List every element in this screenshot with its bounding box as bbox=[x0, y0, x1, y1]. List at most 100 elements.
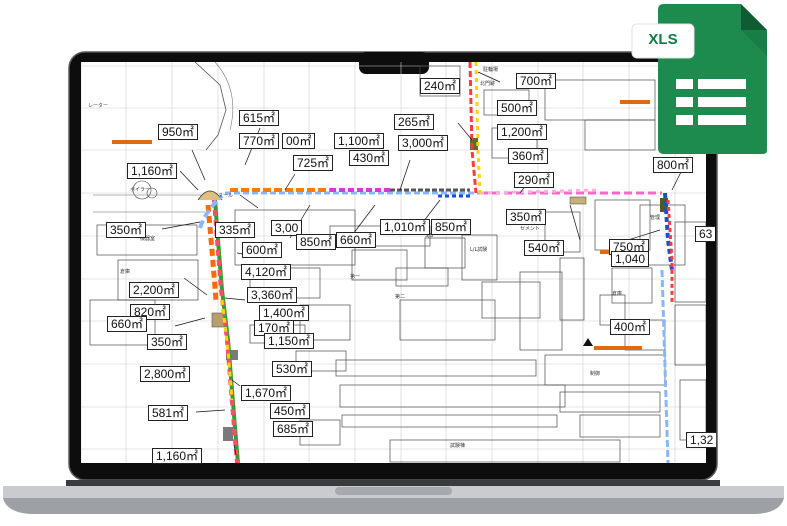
area-label: 350㎡ bbox=[506, 209, 547, 225]
round-structure bbox=[146, 187, 158, 199]
xls-row-3b bbox=[698, 115, 746, 125]
building-outline bbox=[674, 221, 706, 303]
area-label: 3,000㎡ bbox=[398, 135, 449, 151]
area-label: 360㎡ bbox=[508, 148, 549, 164]
route-yellow-north bbox=[474, 62, 482, 194]
leader-line bbox=[179, 170, 199, 191]
map-annotation: 第二 bbox=[395, 294, 406, 300]
map-annotation: 機器室 bbox=[140, 236, 156, 242]
valve-marker bbox=[470, 138, 478, 150]
xls-badge bbox=[631, 23, 695, 59]
area-label: 770㎡ bbox=[239, 133, 280, 149]
route-red-north bbox=[468, 62, 478, 194]
map-annotation: ボイラー bbox=[130, 187, 151, 193]
area-label: 850㎡ bbox=[431, 219, 472, 235]
leader-line bbox=[224, 297, 246, 301]
area-label: 1,040 bbox=[611, 251, 650, 267]
boundary-curve bbox=[214, 62, 234, 131]
orange-band bbox=[620, 100, 650, 104]
route-orange bbox=[205, 204, 219, 301]
route-lightblue-curve bbox=[198, 194, 224, 229]
area-label: 685㎡ bbox=[273, 421, 314, 437]
area-label: 700㎡ bbox=[516, 73, 557, 89]
leader-line bbox=[183, 277, 208, 296]
area-label: 350㎡ bbox=[147, 334, 188, 350]
map-annotation: レーター bbox=[88, 103, 109, 109]
leader-line bbox=[231, 379, 241, 387]
area-label: 1,100㎡ bbox=[334, 133, 385, 149]
building-outline bbox=[339, 384, 566, 408]
colored-route-lines bbox=[198, 62, 674, 463]
map-annotation: 第一 bbox=[350, 274, 361, 280]
area-label: 290㎡ bbox=[514, 172, 555, 188]
building-outline bbox=[519, 271, 563, 351]
building-outline bbox=[461, 234, 498, 281]
building-outline bbox=[611, 267, 653, 304]
manhole-marker bbox=[226, 350, 238, 360]
map-annotation: 北門跡 bbox=[480, 81, 496, 87]
map-annotation: ヌール bbox=[218, 193, 234, 199]
building-outline bbox=[299, 304, 351, 341]
area-label: 2,200㎡ bbox=[129, 282, 180, 298]
area-label: 800㎡ bbox=[653, 157, 694, 173]
area-label: 615㎡ bbox=[239, 110, 280, 126]
leader-line bbox=[233, 444, 237, 456]
area-label: 1,160㎡ bbox=[152, 448, 203, 464]
leader-line bbox=[174, 317, 206, 327]
leader-line bbox=[569, 204, 581, 241]
leader-line bbox=[477, 71, 501, 83]
leader-line bbox=[161, 221, 201, 230]
area-label: 540㎡ bbox=[524, 240, 565, 256]
map-annotation: 倉庫 bbox=[612, 291, 623, 297]
building-outline bbox=[559, 257, 585, 321]
leader-line bbox=[457, 122, 473, 141]
area-label: 00㎡ bbox=[282, 133, 316, 149]
trackpad-notch bbox=[335, 487, 452, 495]
xls-row-3 bbox=[676, 115, 693, 125]
area-label: 660㎡ bbox=[336, 232, 377, 248]
orange-band bbox=[112, 140, 152, 144]
manhole-marker bbox=[223, 427, 233, 441]
camera-notch bbox=[359, 52, 429, 74]
building-outline bbox=[389, 439, 621, 463]
spreadsheet-file-icon bbox=[631, 4, 767, 154]
map-annotation: L/L試験 bbox=[470, 247, 488, 253]
building-outline bbox=[481, 281, 541, 319]
map-annotation: セメント bbox=[520, 226, 540, 232]
area-label: 1,010㎡ bbox=[380, 219, 431, 235]
leader-line bbox=[195, 409, 226, 413]
area-label: 1,200㎡ bbox=[497, 124, 548, 140]
xls-sheet-shade bbox=[741, 30, 767, 56]
area-label: 63 bbox=[695, 226, 716, 242]
xls-row-2 bbox=[676, 97, 693, 107]
building-outline bbox=[395, 267, 449, 287]
area-label: 530㎡ bbox=[272, 361, 313, 377]
building-outline bbox=[674, 304, 706, 366]
area-label: 725㎡ bbox=[293, 155, 334, 171]
area-label: 600㎡ bbox=[242, 242, 283, 258]
area-label: 1,400㎡ bbox=[259, 305, 310, 321]
laptop-hinge bbox=[66, 480, 720, 486]
area-label: 3,00 bbox=[271, 220, 303, 236]
area-label: 500㎡ bbox=[497, 100, 538, 116]
xls-row-1b bbox=[698, 79, 746, 89]
map-annotation: 制御 bbox=[590, 371, 601, 377]
area-label: 350㎡ bbox=[106, 222, 147, 238]
building-outline bbox=[335, 359, 537, 377]
area-label: 1,670㎡ bbox=[241, 385, 292, 401]
leader-line bbox=[399, 159, 411, 191]
building-outline bbox=[341, 414, 558, 428]
area-label: 581㎡ bbox=[148, 405, 189, 421]
boundary-curve bbox=[194, 62, 227, 151]
building-outline bbox=[559, 391, 661, 413]
building-outline bbox=[399, 299, 496, 341]
area-label: 820㎡ bbox=[130, 304, 171, 320]
area-label: 335㎡ bbox=[215, 222, 256, 238]
building-outline bbox=[351, 249, 408, 281]
building-outline bbox=[584, 119, 656, 151]
map-annotation: 倉庫 bbox=[120, 269, 131, 275]
area-label: 430㎡ bbox=[349, 150, 390, 166]
building-outline bbox=[96, 224, 198, 256]
building-outline bbox=[579, 414, 661, 438]
